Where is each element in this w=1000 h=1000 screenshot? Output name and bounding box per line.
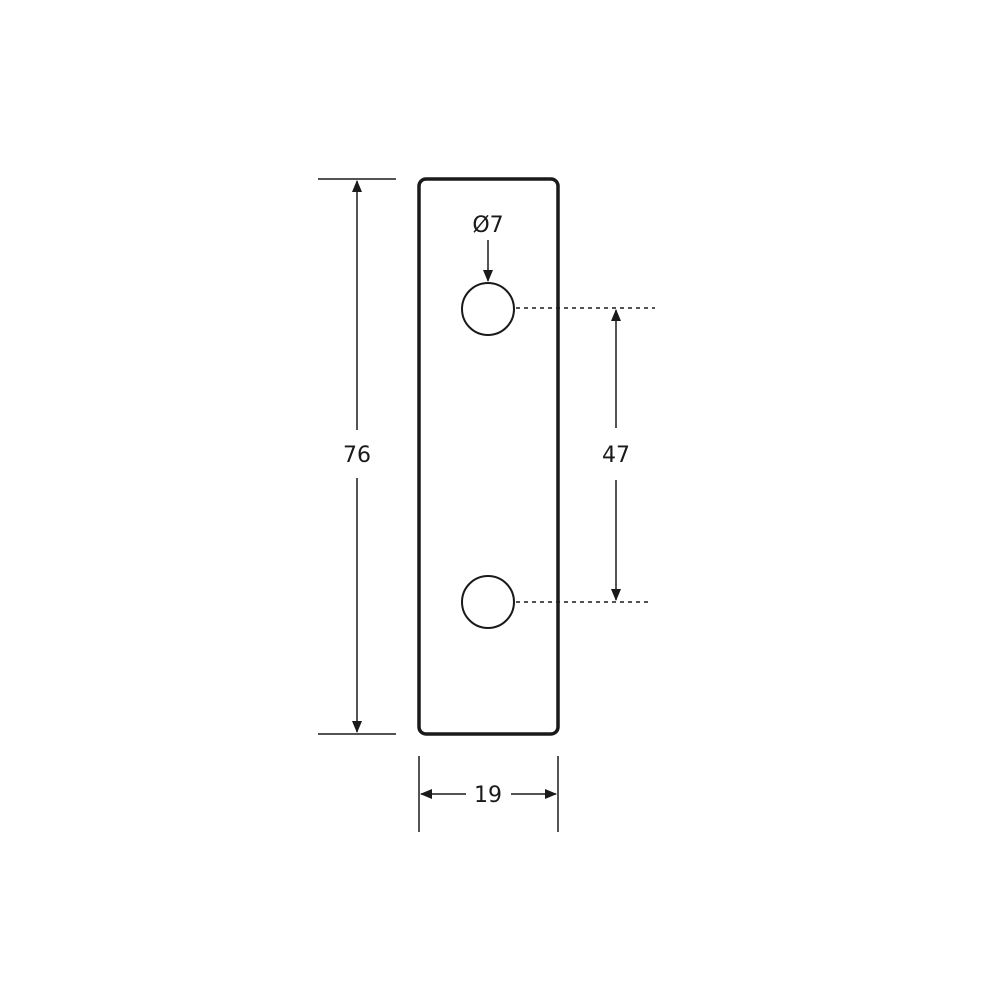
length-label: 76	[343, 443, 371, 468]
plate-outline	[417, 177, 560, 736]
width-label: 19	[474, 783, 502, 808]
hole-spacing-label: 47	[602, 443, 630, 468]
upper-hole	[461, 282, 515, 336]
hole-diameter-label: Ø7	[472, 213, 503, 238]
width-dimension: 19	[418, 756, 559, 832]
hole-diameter-callout: Ø7	[472, 213, 504, 282]
hole-spacing-dimension: 47	[516, 307, 655, 603]
length-dimension: 76	[318, 178, 396, 735]
lower-hole	[461, 575, 515, 629]
